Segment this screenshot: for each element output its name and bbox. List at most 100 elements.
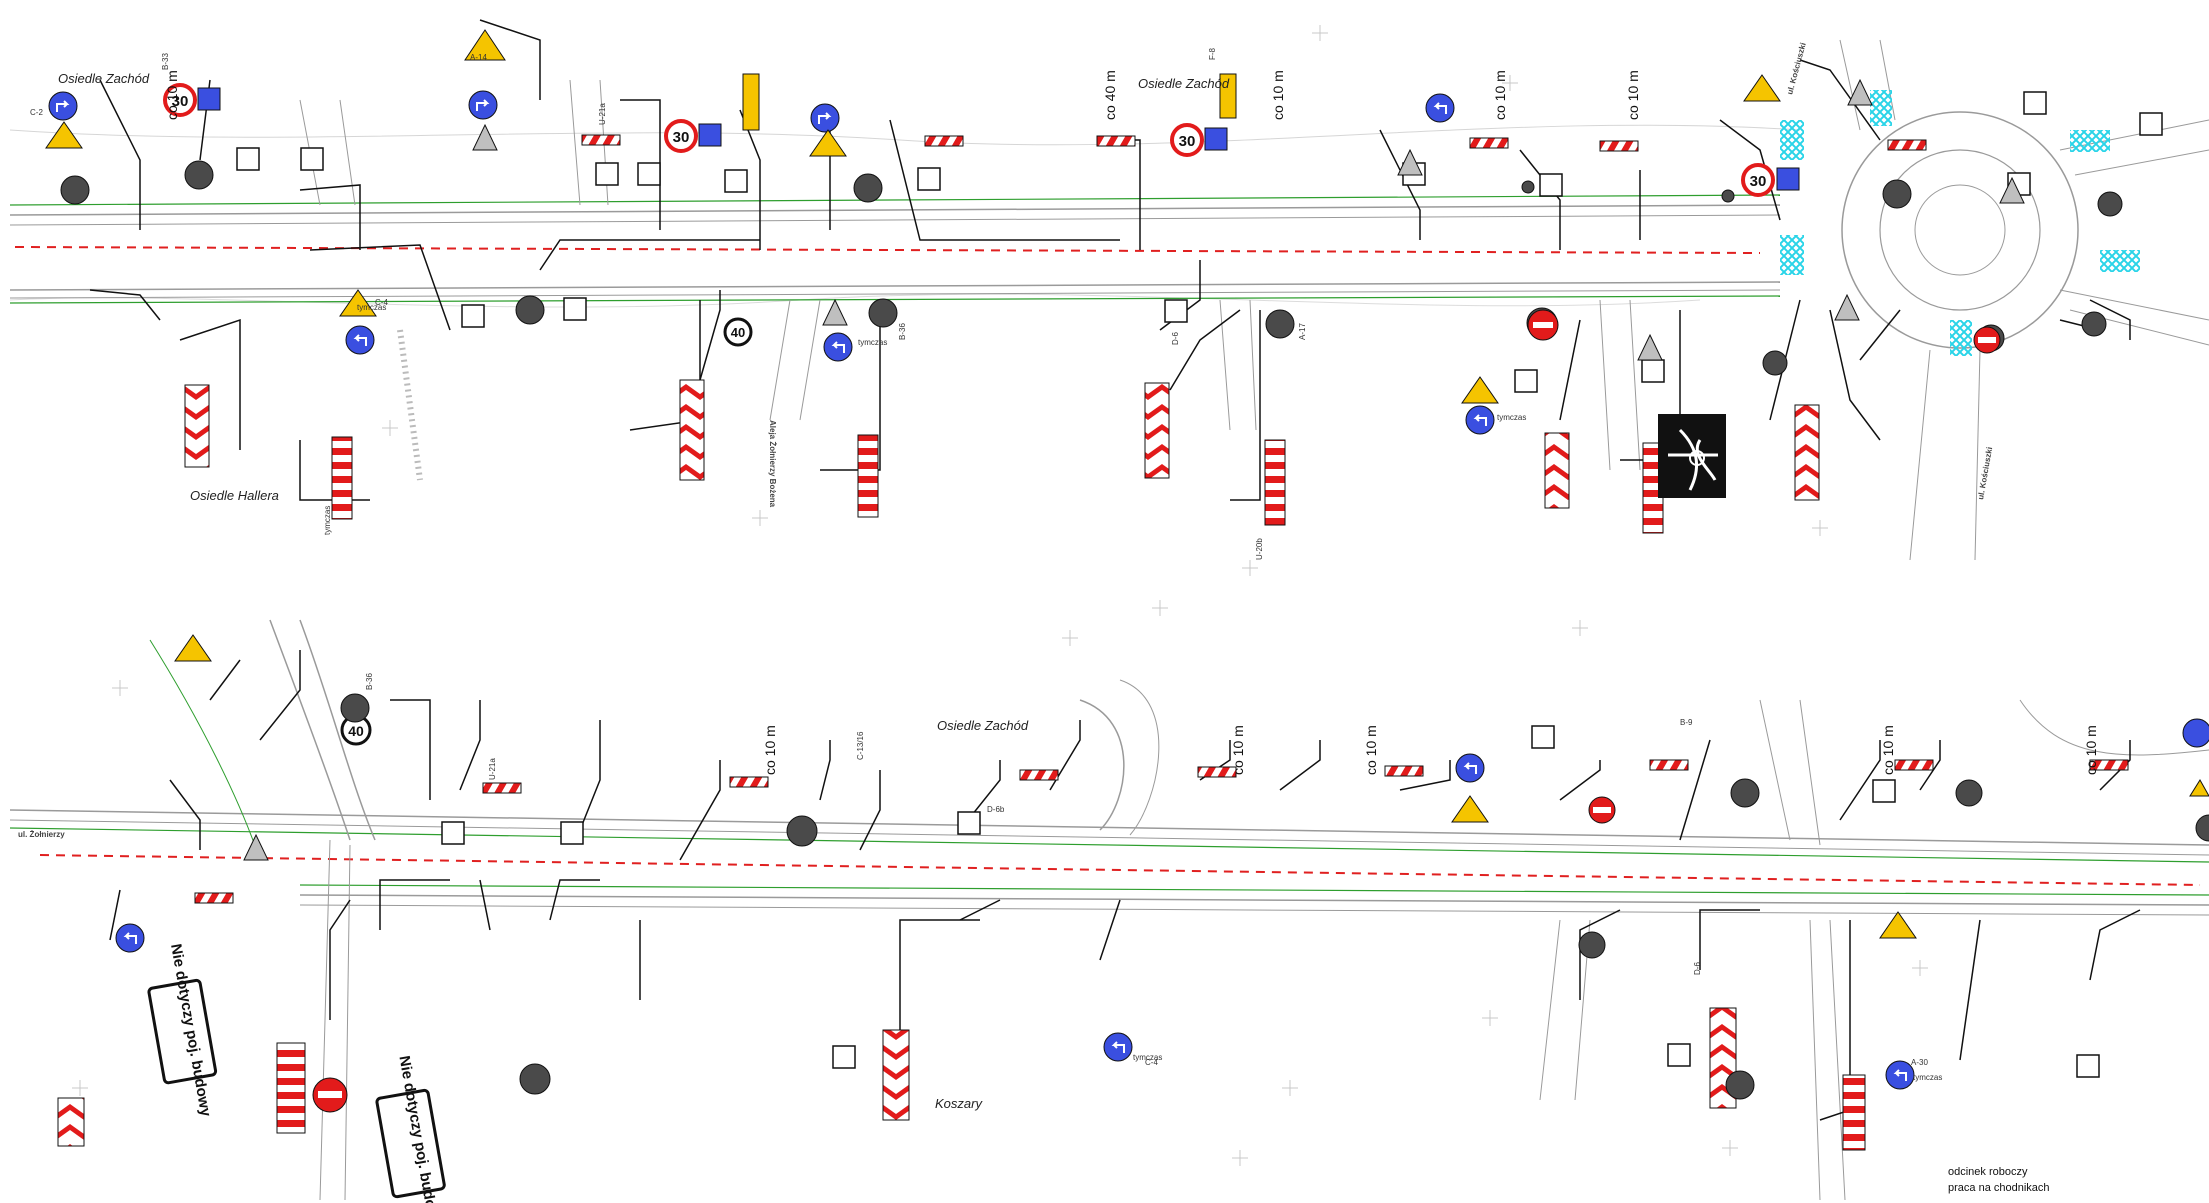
turn-right-sign-icon	[810, 103, 840, 133]
not-applicable-box: Nie dotyczy poj. budowy	[147, 942, 218, 1118]
turn-right-sign-icon	[468, 90, 498, 120]
chevron-boards	[57, 379, 1820, 1147]
sign-code: C-4	[375, 298, 388, 307]
turn-left-sign-icon	[1465, 405, 1495, 435]
place-labels: Osiedle Zachód Osiedle Zachód Osiedle Ha…	[58, 71, 1230, 1111]
speed-limit-sign-icon: 40	[723, 317, 753, 347]
turn-left-sign-icon	[1455, 753, 1485, 783]
blue-mandatory-signs	[48, 90, 2209, 1090]
svg-text:30: 30	[172, 93, 189, 110]
roadworks-warning-icon	[809, 129, 847, 157]
sign-code: U-20b	[1255, 538, 1264, 560]
roadworks-warning-icon	[1879, 911, 1917, 939]
spacing-label: co 10 m	[1363, 725, 1379, 775]
roadworks-warning-icon	[1451, 795, 1489, 823]
spacing-label: co 10 m	[1492, 70, 1508, 120]
turn-left-sign-icon	[2182, 718, 2209, 748]
svg-text:praca na chodnikach: praca na chodnikach	[1948, 1182, 2050, 1194]
sign-code: F-8	[1208, 47, 1217, 60]
speed-limit-sign-icon: 30	[1170, 123, 1204, 157]
temp-label: tymczas	[858, 338, 887, 347]
spacing-label: co 10 m	[1625, 70, 1641, 120]
roadworks-warning-icon	[2189, 779, 2209, 797]
spacing-label: co 10 m	[1880, 725, 1896, 775]
roadworks-warning-icon	[1461, 376, 1499, 404]
sign-code: B-33	[161, 53, 170, 70]
roadworks-warning-icon	[174, 634, 212, 662]
speed-limit-sign-icon: 30	[1741, 163, 1775, 197]
place-label: Osiedle Zachód	[58, 71, 150, 86]
work-section-note: odcinek roboczy praca na chodnikach	[1948, 1166, 2050, 1194]
spacing-labels: co 40 m co 10 m co 10 m co 10 m co 10 m …	[164, 70, 2099, 775]
temp-label: tymczas	[1133, 1053, 1162, 1062]
roadworks-warning-icon	[1743, 74, 1781, 102]
place-label: Osiedle Zachód	[937, 718, 1029, 733]
place-label: Osiedle Hallera	[190, 488, 279, 503]
spacing-label: co 10 m	[164, 70, 180, 120]
sign-code: A-30	[1911, 1058, 1928, 1067]
svg-text:odcinek roboczy: odcinek roboczy	[1948, 1166, 2028, 1178]
detour-map-panel	[1658, 414, 1726, 498]
svg-text:30: 30	[1179, 133, 1196, 150]
sign-code: B-9	[1680, 718, 1693, 727]
sign-code: U-21a	[488, 758, 497, 780]
sign-code-labels: C-2 B-33 F-8 A-14 U-21a B-36 C-4 D-6 A-1…	[30, 47, 1928, 1067]
sign-code: C-2	[30, 108, 43, 117]
roadworks-warning-icon	[464, 29, 506, 61]
place-label: Koszary	[935, 1096, 983, 1111]
sign-code: B-36	[365, 673, 374, 690]
spacing-label: co 10 m	[762, 725, 778, 775]
barrier-posts	[276, 434, 1866, 1151]
sign-code: U-21a	[598, 103, 607, 125]
sign-code: A-14	[470, 53, 487, 62]
turn-left-sign-icon	[115, 923, 145, 953]
svg-text:30: 30	[673, 129, 690, 146]
no-entry-signs	[312, 309, 2001, 1113]
street-label: ul. Kościuszki	[1785, 42, 1808, 96]
roadworks-warning-icon	[45, 121, 83, 149]
turn-left-sign-icon	[1425, 93, 1455, 123]
pedestrian-crossing-triangles	[243, 78, 2025, 861]
speed-limit-signs: 30 30 30 30 40 40	[163, 83, 1800, 746]
sign-code: A-17	[1298, 323, 1307, 340]
turn-left-sign-icon	[345, 325, 375, 355]
not-applicable-box: Nie dotyczy poj. budowy	[375, 1054, 446, 1203]
barrier-rails	[194, 134, 2129, 904]
svg-text:40: 40	[348, 723, 364, 739]
spacing-label: co 10 m	[1270, 70, 1286, 120]
turn-left-sign-icon	[823, 332, 853, 362]
spacing-label: co 10 m	[2083, 725, 2099, 775]
street-label: ul. Kościuszki	[1976, 446, 1994, 500]
sign-code: D-6	[1693, 962, 1702, 975]
temp-label: tymczas	[357, 303, 386, 312]
spacing-label: co 40 m	[1102, 70, 1118, 120]
turn-left-sign-icon	[1103, 1032, 1133, 1062]
speed-limit-sign-icon: 40	[340, 714, 372, 746]
speed-limit-sign-icon: 30	[163, 83, 197, 117]
place-label: Osiedle Zachód	[1138, 76, 1230, 91]
roadworks-warning-icon	[339, 289, 377, 317]
sign-code: C-13/16	[856, 731, 865, 760]
turn-right-sign-icon	[48, 91, 78, 121]
warning-signs	[45, 29, 2209, 939]
street-label: ul. Żołnierzy	[18, 830, 65, 839]
temporary-labels: tymczas tymczas tymczas tymczas tymczas …	[323, 303, 1942, 1082]
sign-code: B-36	[898, 323, 907, 340]
road-bottom	[9, 619, 2209, 1201]
leader-lines	[89, 19, 2141, 1121]
spacing-label: co 10 m	[1230, 725, 1246, 775]
temp-label: tymczas	[1497, 413, 1526, 422]
temp-label: tymczas	[1913, 1073, 1942, 1082]
info-signs	[236, 91, 2163, 1078]
turn-left-sign-icon	[1885, 1060, 1915, 1090]
sign-code: C-4	[1145, 1058, 1158, 1067]
street-label: Aleja Żołnierzy Bożena	[768, 420, 777, 508]
speed-limit-sign-icon: 30	[664, 119, 698, 153]
sign-code: D-6b	[987, 805, 1005, 814]
svg-text:30: 30	[1750, 173, 1767, 190]
grid-crosses	[72, 25, 1928, 1166]
temp-label: tymczas	[323, 506, 332, 535]
svg-text:40: 40	[731, 325, 745, 340]
prohibition-signs	[60, 160, 2209, 1100]
